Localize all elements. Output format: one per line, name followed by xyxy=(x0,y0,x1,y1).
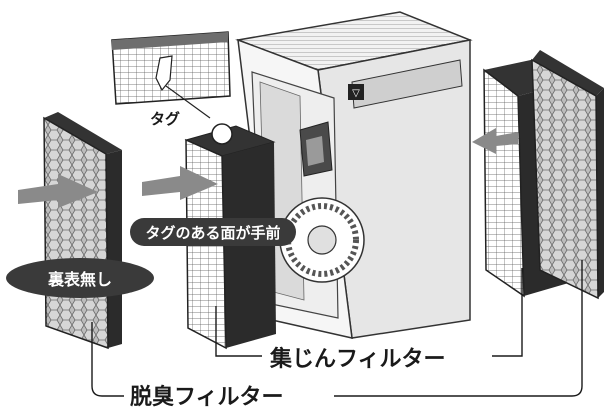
svg-text:▽: ▽ xyxy=(352,88,360,99)
deodorizing-filter-rear xyxy=(531,50,604,300)
insert-arrow-left xyxy=(18,174,98,208)
motor-housing-icon xyxy=(299,121,333,177)
reverse-ok-badge: 裏表無し xyxy=(6,258,154,298)
insert-arrow-middle xyxy=(142,166,218,200)
tag-side-front-badge: タグのある面が手前 xyxy=(130,218,296,246)
leader-lines xyxy=(91,260,583,397)
svg-text:タグのある面が手前: タグのある面が手前 xyxy=(145,224,280,242)
dust-filter-label: 集じんフィルター xyxy=(269,346,446,372)
brand-badge-icon: ▽ xyxy=(348,84,364,100)
tag-marker-icon xyxy=(211,123,233,145)
tag-zoom-callout xyxy=(111,31,231,119)
svg-text:裏表無し: 裏表無し xyxy=(47,270,112,289)
deodorizing-filter-label: 脱臭フィルター xyxy=(130,384,284,408)
deodorizing-filter-left xyxy=(43,112,122,350)
tag-label: タグ xyxy=(150,110,180,128)
insert-arrow-right xyxy=(472,128,518,154)
